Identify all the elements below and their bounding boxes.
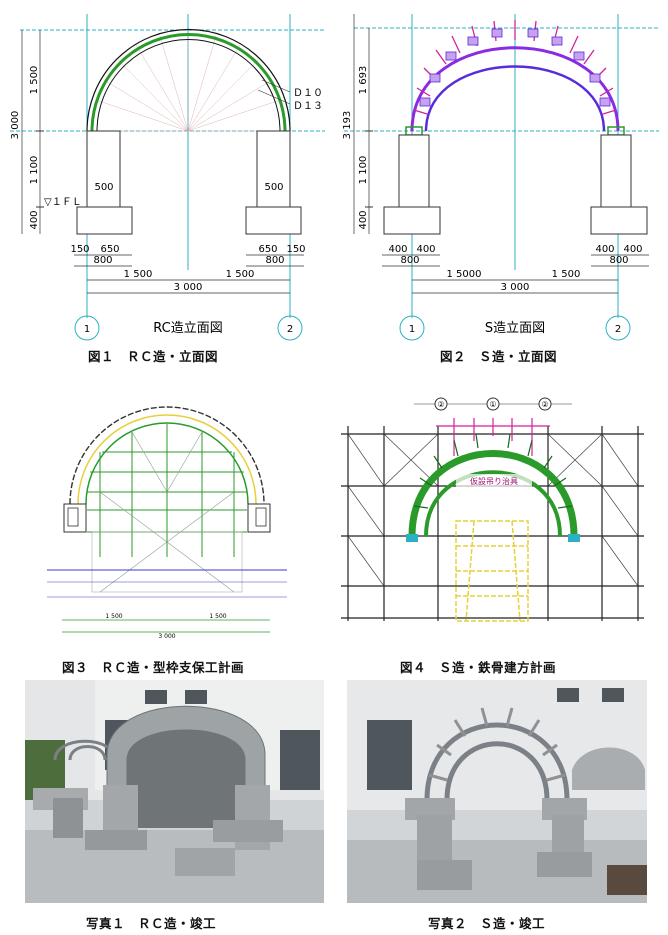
grid-label-1: 1 bbox=[84, 324, 90, 335]
figure-4-steel-erection: ② ① ② 仮設吊り治具 bbox=[336, 396, 648, 626]
column-left bbox=[86, 130, 121, 208]
figure-1-rc-elevation: 1 500 1 100 400 3 000 ▽１ＦＬ Ｄ１０ Ｄ１３ 500 5… bbox=[0, 0, 334, 345]
footing-right bbox=[590, 206, 648, 235]
fl-label: ▽１ＦＬ bbox=[44, 197, 82, 208]
caption-fig1: 図１ ＲＣ造・立面図 bbox=[88, 349, 219, 364]
dim-h-base: 400 bbox=[29, 210, 40, 229]
dim-h-arch: 1 500 bbox=[29, 66, 40, 95]
arch-fan-lines bbox=[92, 33, 284, 132]
dim-h-total: 3 000 bbox=[10, 111, 21, 140]
caption-fig4: 図４ Ｓ造・鉄骨建方計画 bbox=[400, 660, 557, 675]
half-right: 1 500 bbox=[226, 269, 255, 280]
grid-bubble-2 bbox=[277, 315, 303, 341]
fig2-subtitle: S造立面図 bbox=[485, 321, 545, 336]
formwork-drawing: 1 500 1 500 3 000 bbox=[47, 406, 287, 640]
dim-h-base: 400 bbox=[358, 210, 369, 229]
base-right-a: 400 bbox=[595, 244, 614, 255]
dim-h-col: 1 100 bbox=[358, 156, 369, 185]
steel-arch-outer bbox=[408, 450, 578, 537]
col-w-right: 500 bbox=[264, 182, 283, 193]
grid-bubble-1 bbox=[399, 315, 425, 341]
photo-truss bbox=[424, 722, 570, 801]
column-left bbox=[398, 134, 430, 208]
base-left-total: 800 bbox=[93, 255, 112, 266]
base-right-total: 800 bbox=[609, 255, 628, 266]
half-left: 1 500 bbox=[124, 269, 153, 280]
grid-2b: ② bbox=[541, 400, 548, 409]
half-right: 1 500 bbox=[552, 269, 581, 280]
fig3-dim-left: 1 500 bbox=[105, 613, 122, 620]
footing-right bbox=[245, 206, 302, 235]
fig4-note: 仮設吊り治具 bbox=[470, 476, 518, 486]
dim-h-arch: 1 693 bbox=[358, 66, 369, 95]
caption-fig3: 図３ ＲＣ造・型枠支保工計画 bbox=[62, 660, 245, 675]
arch-inner bbox=[96, 39, 281, 132]
grid-1: ① bbox=[489, 400, 496, 409]
column-right bbox=[256, 130, 291, 208]
dim-h-total: 3 193 bbox=[342, 111, 353, 140]
steel-arch-inner bbox=[424, 470, 562, 537]
footing-left bbox=[76, 206, 133, 235]
fig3-dim-total: 3 000 bbox=[158, 633, 175, 640]
column-right bbox=[600, 134, 632, 208]
rebar-d13: Ｄ１３ bbox=[293, 101, 323, 112]
grid-bubble-1 bbox=[74, 315, 100, 341]
grid-label-2: 2 bbox=[615, 324, 621, 335]
base-left-a: 150 bbox=[70, 244, 89, 255]
grid-bubble-2 bbox=[605, 315, 631, 341]
caption-photo1: 写真１ ＲＣ造・竣工 bbox=[86, 916, 217, 931]
figure-2-steel-elevation: 1 693 3 193 1 100 400 400 400 800 400 40… bbox=[334, 0, 668, 345]
truss-outer bbox=[410, 46, 620, 132]
figure-3-rc-formwork: 1 500 1 500 3 000 bbox=[42, 392, 292, 644]
photo-2-steel-completed bbox=[347, 680, 647, 903]
base-left-a: 400 bbox=[388, 244, 407, 255]
span: 3 000 bbox=[501, 282, 530, 293]
base-right-b: 150 bbox=[286, 244, 305, 255]
half-left: 1 5000 bbox=[447, 269, 482, 280]
steel-photo bbox=[347, 680, 647, 903]
fig3-dim-right: 1 500 bbox=[209, 613, 226, 620]
base-left-b: 650 bbox=[100, 244, 119, 255]
base-right-a: 650 bbox=[258, 244, 277, 255]
grid-2a: ② bbox=[437, 400, 444, 409]
span: 3 000 bbox=[174, 282, 203, 293]
base-right-b: 400 bbox=[623, 244, 642, 255]
arch-rebar bbox=[90, 33, 287, 132]
base-left-total: 800 bbox=[400, 255, 419, 266]
caption-photo2: 写真２ Ｓ造・竣工 bbox=[428, 916, 546, 931]
base-right-total: 800 bbox=[265, 255, 284, 266]
base-left-b: 400 bbox=[416, 244, 435, 255]
rc-photo bbox=[25, 680, 324, 903]
dim-h-col: 1 100 bbox=[29, 156, 40, 185]
fig1-subtitle: RC造立面図 bbox=[153, 321, 222, 336]
col-w-left: 500 bbox=[94, 182, 113, 193]
rc-elevation-drawing: 1 500 1 100 400 3 000 ▽１ＦＬ Ｄ１０ Ｄ１３ 500 5… bbox=[10, 14, 325, 341]
grid-label-2: 2 bbox=[287, 324, 293, 335]
truss-inner bbox=[424, 65, 606, 132]
rebar-d10: Ｄ１０ bbox=[293, 88, 323, 99]
footing-left bbox=[383, 206, 441, 235]
caption-fig2: 図２ Ｓ造・立面図 bbox=[440, 349, 558, 364]
erection-drawing: ② ① ② 仮設吊り治具 bbox=[341, 397, 644, 622]
grid-label-1: 1 bbox=[409, 324, 415, 335]
arch-outer bbox=[86, 28, 291, 132]
steel-elevation-drawing: 1 693 3 193 1 100 400 400 400 800 400 40… bbox=[342, 14, 659, 341]
photo-1-rc-completed bbox=[25, 680, 324, 903]
